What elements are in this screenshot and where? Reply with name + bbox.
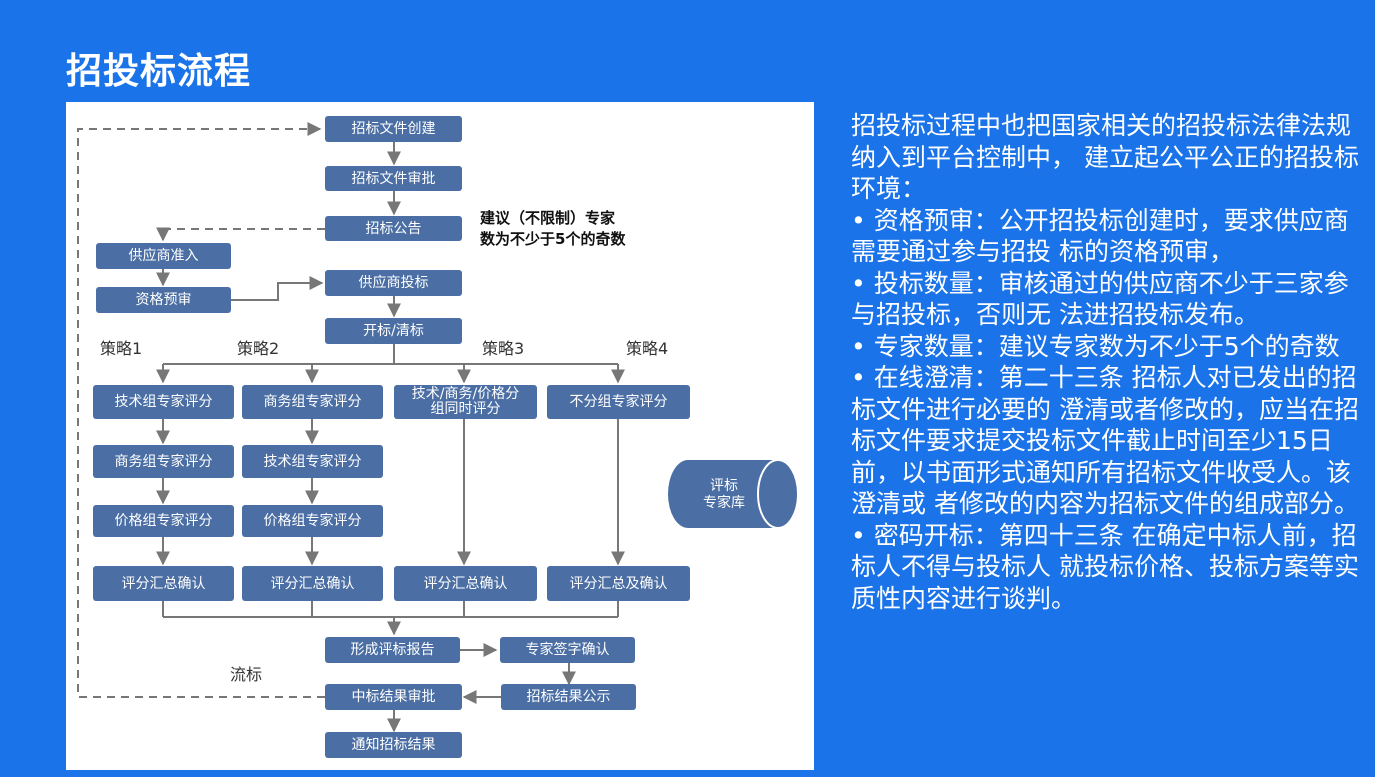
node-s1-summary[interactable]: 评分汇总确认 xyxy=(93,566,234,601)
arrow-n5-n6 xyxy=(229,276,324,301)
node-s4-summary[interactable]: 评分汇总及确认 xyxy=(547,566,690,601)
page-title: 招投标流程 xyxy=(66,51,252,92)
node-supplier-admission[interactable]: 供应商准入 xyxy=(96,243,231,269)
node-s4-ungrouped-score[interactable]: 不分组专家评分 xyxy=(547,385,690,419)
node-eval-report[interactable]: 形成评标报告 xyxy=(325,637,460,663)
node-bid-opening[interactable]: 开标/清标 xyxy=(325,318,462,344)
node-s1-biz-score[interactable]: 商务组专家评分 xyxy=(93,445,234,478)
node-s1-tech-score[interactable]: 技术组专家评分 xyxy=(93,385,234,419)
description-password-opening: • 密码开标：第四十三条 在确定中标人前，招标人不得与投标人 就投标价格、投标方… xyxy=(851,520,1359,613)
expert-count-note: 建议（不限制）专家 数为不少于5个的奇数 xyxy=(480,209,626,248)
flowchart-connectors xyxy=(77,122,799,733)
description-prequalification: • 资格预审：公开招投标创建时，要求供应商需要通过参与招投 标的资格预审， xyxy=(851,205,1349,267)
fail-bid-label: 流标 xyxy=(230,665,263,684)
node-bid-notice[interactable]: 招标公告 xyxy=(325,216,462,241)
node-award-approval[interactable]: 中标结果审批 xyxy=(325,684,462,710)
node-notify-result[interactable]: 通知招标结果 xyxy=(325,732,462,758)
node-s2-summary[interactable]: 评分汇总确认 xyxy=(242,566,383,601)
description-online-clarify: • 在线澄清：第二十三条 招标人对已发出的招标文件进行必要的 澄清或者修改的，应… xyxy=(851,363,1359,518)
node-s3-summary[interactable]: 评分汇总确认 xyxy=(394,566,537,601)
node-s2-biz-score[interactable]: 商务组专家评分 xyxy=(242,385,383,419)
strategy-label-2: 策略2 xyxy=(237,339,280,358)
node-s1-price-score[interactable]: 价格组专家评分 xyxy=(93,505,234,537)
node-s2-price-score[interactable]: 价格组专家评分 xyxy=(242,505,383,537)
node-s2-tech-score[interactable]: 技术组专家评分 xyxy=(242,445,383,478)
expert-db-label: 评标 专家库 xyxy=(703,478,745,511)
strategy-label-3: 策略3 xyxy=(482,339,525,358)
node-expert-sign[interactable]: 专家签字确认 xyxy=(500,637,635,663)
dashed-notice-line xyxy=(156,227,325,242)
node-prequalification[interactable]: 资格预审 xyxy=(96,287,231,313)
strategy-label-4: 策略4 xyxy=(626,339,669,358)
node-result-publicity[interactable]: 招标结果公示 xyxy=(501,684,636,710)
expert-db-cylinder xyxy=(668,459,799,529)
node-s3-joint-score[interactable]: 技术/商务/价格分 组同时评分 xyxy=(394,385,537,419)
node-supplier-bid[interactable]: 供应商投标 xyxy=(325,270,462,296)
description-expert-count: • 专家数量：建议专家数为不少于5个的奇数 xyxy=(851,331,1340,361)
description-intro: 招投标过程中也把国家相关的招投标法律法规纳入到平台控制中， 建立起公平公正的招投… xyxy=(851,111,1359,203)
description-bid-count: • 投标数量：审核通过的供应商不少于三家参与招投标，否则无 法进招投标发布。 xyxy=(851,268,1349,330)
flowchart-panel: 招标文件创建 招标文件审批 招标公告 供应商准入 资格预审 供应商投标 开标/清… xyxy=(66,102,814,770)
description-text: 招投标过程中也把国家相关的招投标法律法规纳入到平台控制中， 建立起公平公正的招投… xyxy=(851,110,1366,614)
strategy-label-1: 策略1 xyxy=(100,339,143,358)
node-bid-doc-create[interactable]: 招标文件创建 xyxy=(325,116,462,142)
node-bid-doc-approve[interactable]: 招标文件审批 xyxy=(325,166,462,191)
